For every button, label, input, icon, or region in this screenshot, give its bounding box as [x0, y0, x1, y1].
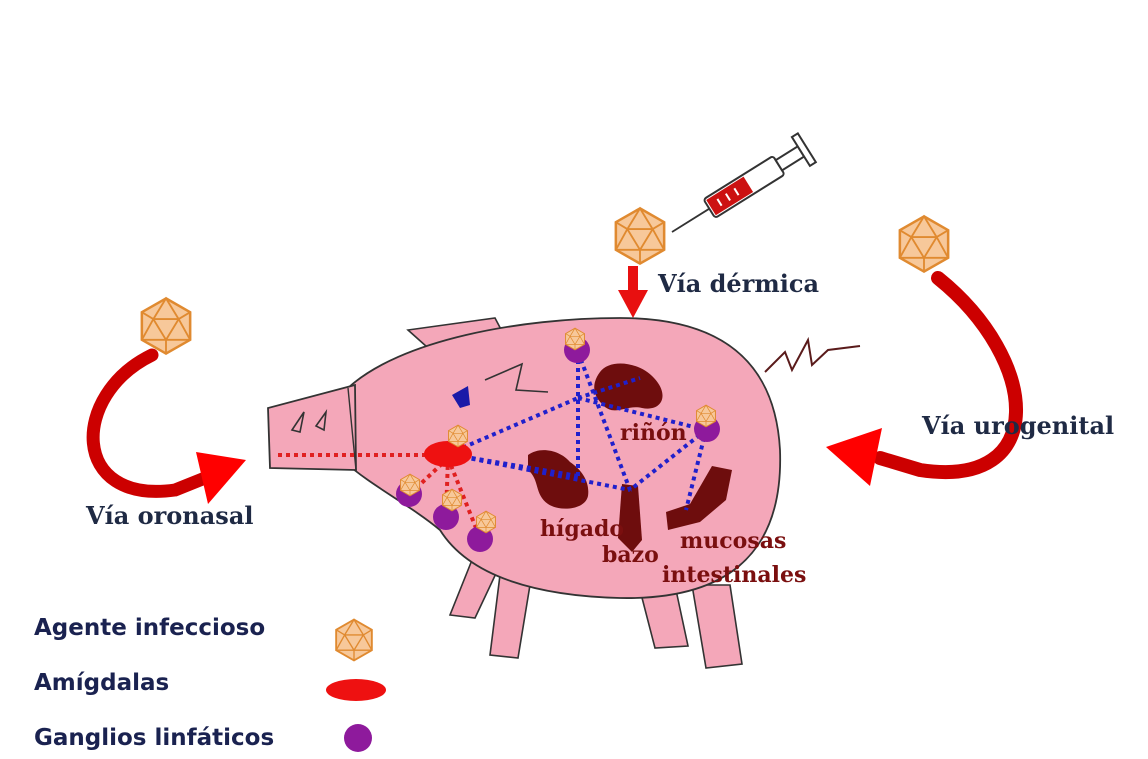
bazo-label: bazo: [602, 542, 659, 568]
virus-icon: [900, 216, 948, 271]
legend-ganglios-label: Ganglios linfáticos: [34, 725, 274, 751]
legend-tonsil-icon: [326, 679, 386, 701]
legend-lymph-node-icon: [344, 724, 372, 752]
legend-virus-icon: [336, 620, 372, 661]
dermica-route-label: Vía dérmica: [657, 269, 819, 298]
legend: Agente infeccioso Amígdalas Ganglios lin…: [34, 615, 386, 752]
urogenital-arrow: [826, 278, 1016, 486]
oronasal-route-label: Vía oronasal: [85, 501, 253, 530]
tonsil-marker: [424, 441, 472, 467]
mucosas-label: mucosas: [680, 528, 786, 554]
intestinales-label: intestinales: [662, 562, 806, 588]
higado-label: hígado: [540, 516, 624, 542]
virus-icon: [616, 208, 664, 263]
oronasal-arrow: [93, 355, 246, 504]
dermica-arrow: [618, 266, 648, 318]
legend-agente-label: Agente infeccioso: [34, 615, 265, 641]
legend-amigdalas-label: Amígdalas: [34, 670, 169, 696]
rinon-label: riñón: [620, 420, 687, 446]
urogenital-route-label: Vía urogenital: [921, 411, 1114, 440]
virus-icon: [142, 298, 190, 353]
virus-icon: [449, 425, 468, 447]
syringe-icon: [663, 133, 816, 246]
